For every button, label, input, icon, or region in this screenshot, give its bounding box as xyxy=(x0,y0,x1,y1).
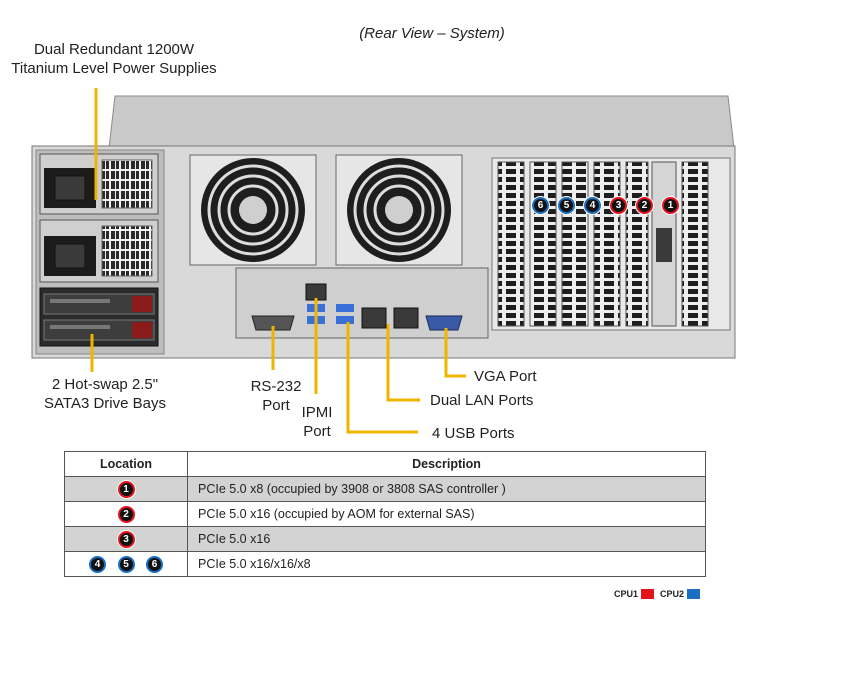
rs232-caption: RS-232 Port xyxy=(236,377,316,415)
drive-caption-line2: SATA3 Drive Bays xyxy=(44,395,166,412)
header-location: Location xyxy=(64,451,188,477)
ipmi-caption-line2: Port xyxy=(303,423,331,440)
power-supply-2 xyxy=(39,219,159,283)
slot-badge: 3 xyxy=(117,530,135,548)
table-row: 1 PCIe 5.0 x8 (occupied by 3908 or 3808 … xyxy=(64,476,706,502)
rs232-caption-line2: Port xyxy=(262,397,290,414)
view-title: (Rear View – System) xyxy=(359,25,505,42)
usb-caption: 4 USB Ports xyxy=(432,425,515,442)
fan-right xyxy=(335,154,463,266)
location-cell: 1 xyxy=(64,476,188,502)
cpu2-legend-swatch xyxy=(687,589,701,599)
psu-caption-line1: Dual Redundant 1200W xyxy=(33,41,195,58)
fan-left xyxy=(189,154,317,266)
slot-badge: 5 xyxy=(117,555,135,573)
location-cell: 2 xyxy=(64,501,188,527)
cpu2-legend-label: CPU2 xyxy=(660,589,685,599)
pcie-slot-table: Location Description 1 PCIe 5.0 x8 (occu… xyxy=(64,451,706,577)
slot-badge-2: 2 xyxy=(636,197,653,214)
slot-badge: 6 xyxy=(145,555,163,573)
table-row: 3 PCIe 5.0 x16 xyxy=(64,526,706,552)
description-cell: PCIe 5.0 x8 (occupied by 3908 or 3808 SA… xyxy=(187,476,706,502)
location-cell: 4 5 6 xyxy=(64,551,188,577)
callout-lines xyxy=(90,88,466,434)
pcie-slot-brackets xyxy=(497,161,709,327)
slot-badge-3: 3 xyxy=(610,197,627,214)
table-header-row: Location Description xyxy=(64,451,706,477)
psu-caption: Dual Redundant 1200W Titanium Level Powe… xyxy=(0,40,228,78)
slot-badge-6: 6 xyxy=(532,197,549,214)
slot-badge-1: 1 xyxy=(662,197,679,214)
slot-badges: 6 5 4 3 2 1 xyxy=(528,197,683,214)
slot-badge: 4 xyxy=(89,555,107,573)
psu-caption-line2: Titanium Level Power Supplies xyxy=(11,60,217,77)
rs232-caption-line1: RS-232 xyxy=(250,378,302,395)
ipmi-caption-line1: IPMI xyxy=(301,404,333,421)
description-cell: PCIe 5.0 x16 xyxy=(187,526,706,552)
drive-caption-line1: 2 Hot-swap 2.5" xyxy=(51,376,159,393)
slot-badge: 2 xyxy=(117,505,135,523)
slot-badge-4: 4 xyxy=(584,197,601,214)
lan-caption: Dual LAN Ports xyxy=(430,392,534,409)
table-row: 2 PCIe 5.0 x16 (occupied by AOM for exte… xyxy=(64,501,706,527)
power-supply-1 xyxy=(39,153,159,215)
vga-caption: VGA Port xyxy=(474,368,537,385)
description-cell: PCIe 5.0 x16 (occupied by AOM for extern… xyxy=(187,501,706,527)
io-panel xyxy=(235,267,489,339)
location-cell: 3 xyxy=(64,526,188,552)
cpu1-legend-label: CPU1 xyxy=(614,589,639,599)
cpu1-legend-swatch xyxy=(641,589,655,599)
drive-bays xyxy=(39,287,159,347)
slot-badge-5: 5 xyxy=(558,197,575,214)
header-description: Description xyxy=(187,451,706,477)
table-row: 4 5 6 PCIe 5.0 x16/x16/x8 xyxy=(64,551,706,577)
slot-badge: 1 xyxy=(117,480,135,498)
description-cell: PCIe 5.0 x16/x16/x8 xyxy=(187,551,706,577)
cpu-legend: CPU1 CPU2 xyxy=(614,589,701,599)
drive-bays-caption: 2 Hot-swap 2.5" SATA3 Drive Bays xyxy=(30,375,180,413)
ipmi-caption: IPMI Port xyxy=(292,403,342,441)
